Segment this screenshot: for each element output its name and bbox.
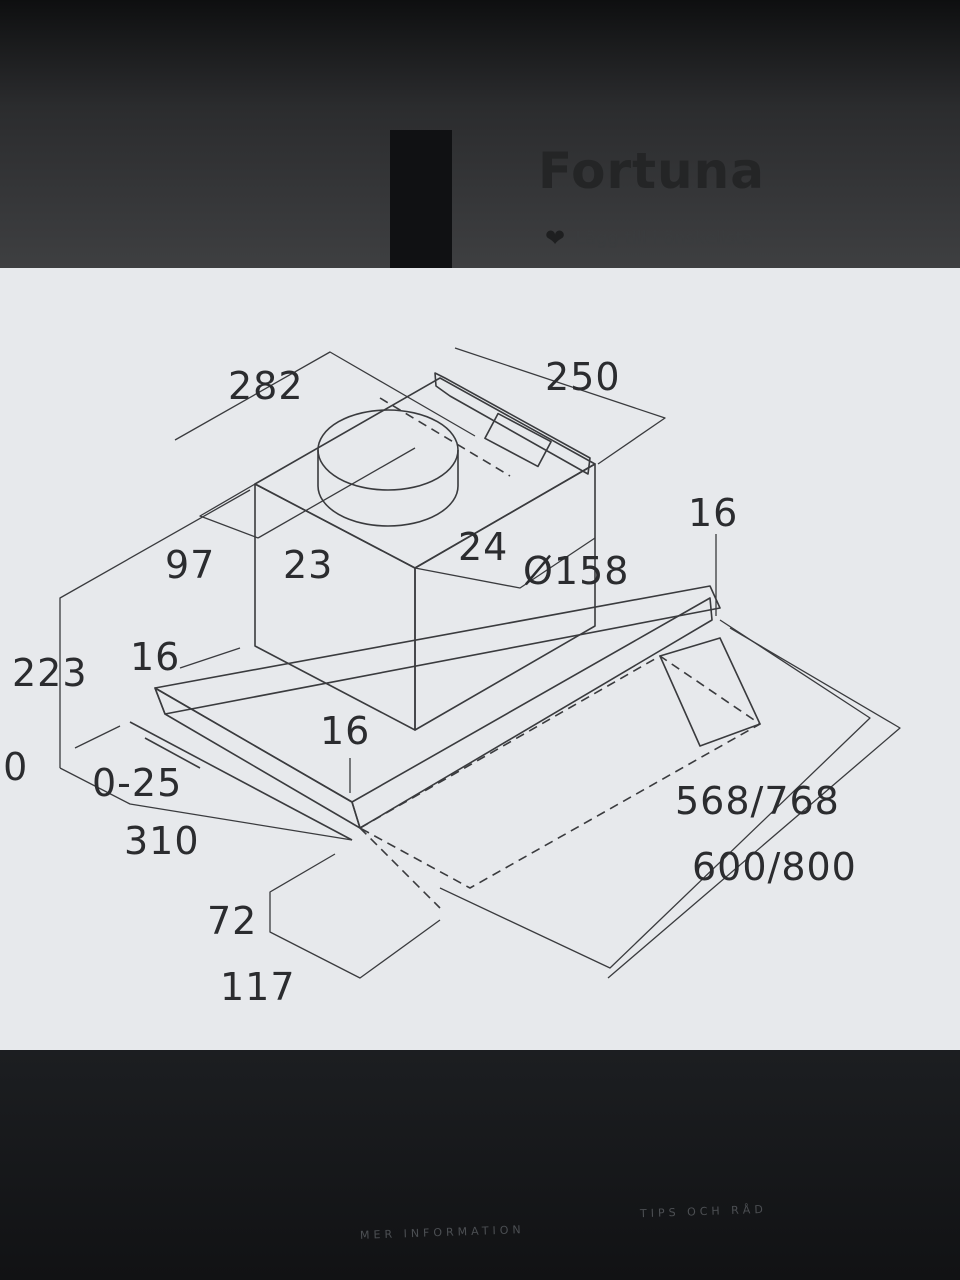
dim-24: 24 xyxy=(458,525,508,569)
body-front-face xyxy=(254,483,416,731)
hood-diagram: 282 250 16 97 23 24 Ø158 223 16 16 50 0-… xyxy=(0,347,901,1009)
heart-icon: ❤ xyxy=(545,224,566,252)
dim-line-24 xyxy=(414,537,596,589)
dim-568-768: 568/768 xyxy=(675,779,840,823)
dim-600-800: 600/800 xyxy=(692,845,857,889)
duct-collar-top xyxy=(317,409,459,491)
tray-top xyxy=(154,585,721,715)
dim-line-16-left xyxy=(179,647,241,669)
dim-250: 250 xyxy=(545,355,621,399)
dimension-drawing: 282 250 16 97 23 24 Ø158 223 16 16 50 0-… xyxy=(0,268,960,1050)
dim-line-97 xyxy=(199,483,259,539)
dim-117: 117 xyxy=(220,965,296,1009)
dim-72: 72 xyxy=(207,899,257,943)
dim-282: 282 xyxy=(228,364,304,408)
body-side-face xyxy=(414,463,596,731)
background-dark-panel xyxy=(390,130,452,270)
dim-23: 23 xyxy=(283,543,333,587)
dim-line-282 xyxy=(174,351,476,441)
connector-box xyxy=(484,412,552,468)
dim-97: 97 xyxy=(165,543,215,587)
dim-line-223 xyxy=(59,489,251,768)
background-header xyxy=(0,0,960,268)
visor-hinge-line xyxy=(359,827,441,909)
tray-rail xyxy=(144,737,201,769)
dim-16-mid: 16 xyxy=(320,709,370,753)
dim-0-25: 0-25 xyxy=(92,761,182,805)
dim-line-0-25 xyxy=(74,725,121,749)
dim-diameter-158: Ø158 xyxy=(523,549,629,593)
tray-edge xyxy=(154,687,353,803)
product-title: Fortuna xyxy=(538,142,765,200)
wishlist-label: Lägg till i önskelista xyxy=(575,227,754,249)
dim-line-568 xyxy=(439,619,871,969)
dim-line-250 xyxy=(454,347,666,465)
back-bracket xyxy=(434,372,591,475)
dim-line-23 xyxy=(257,447,416,539)
dim-line-600 xyxy=(607,627,901,979)
tray-bottom-edge xyxy=(129,721,353,841)
dim-223: 223 xyxy=(12,651,88,695)
wishlist-link[interactable]: ❤ Lägg till i önskelista xyxy=(545,226,753,250)
dim-16-top: 16 xyxy=(688,491,738,535)
tray-long-edge xyxy=(351,597,713,829)
dim-310: 310 xyxy=(124,819,200,863)
background-footer xyxy=(0,1050,960,1280)
control-panel xyxy=(659,637,761,747)
duct-collar-side xyxy=(317,450,459,527)
dim-16-left: 16 xyxy=(130,635,180,679)
dim-line-310 xyxy=(59,767,353,841)
dim-line-72-117 xyxy=(269,853,441,979)
duct-centerline xyxy=(379,397,511,477)
dim-50: 50 xyxy=(0,745,28,789)
